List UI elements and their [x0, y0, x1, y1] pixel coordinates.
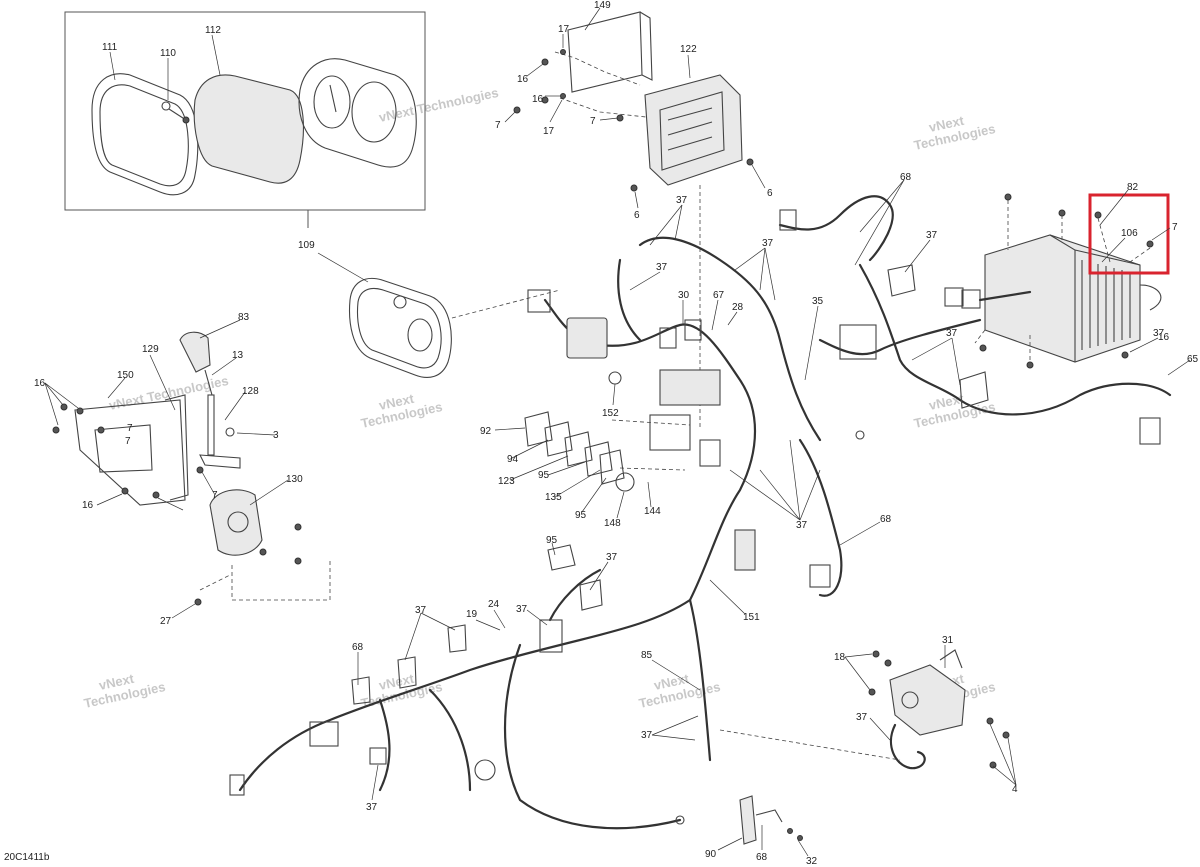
- watermark: vNext: [928, 113, 966, 135]
- callout-144: 144: [644, 506, 661, 517]
- watermark: vNext: [378, 671, 416, 693]
- callout-35: 35: [812, 296, 824, 307]
- cluster-assembly-109: [349, 277, 561, 378]
- callout-7: 7: [212, 490, 218, 501]
- callout-67: 67: [713, 290, 725, 301]
- callout-112: 112: [205, 25, 221, 36]
- callout-16: 16: [82, 500, 94, 511]
- document-code: 20C1411b: [4, 852, 50, 863]
- callout-149: 149: [594, 0, 611, 11]
- callout-31: 31: [942, 635, 954, 646]
- cluster-lens: [193, 74, 304, 184]
- watermarks: vNext Technologies vNext Technologies vN…: [83, 85, 997, 711]
- callout-135: 135: [545, 492, 562, 503]
- leader-lines: [44, 7, 1191, 857]
- callout-68: 68: [880, 514, 892, 525]
- callout-111: 111: [102, 42, 118, 53]
- callout-130: 130: [286, 474, 303, 485]
- callout-27: 27: [160, 616, 172, 627]
- callout-90: 90: [705, 849, 717, 860]
- callout-37: 37: [762, 238, 774, 249]
- callout-37: 37: [796, 520, 808, 531]
- callout-37: 37: [926, 230, 938, 241]
- callout-24: 24: [488, 599, 500, 610]
- callout-82: 82: [1127, 182, 1139, 193]
- callout-92: 92: [480, 426, 492, 437]
- callout-129: 129: [142, 344, 159, 355]
- callout-3: 3: [273, 430, 279, 441]
- callout-16: 16: [1158, 332, 1170, 343]
- callout-30: 30: [678, 290, 690, 301]
- callout-68: 68: [900, 172, 912, 183]
- callout-85: 85: [641, 650, 653, 661]
- callout-32: 32: [806, 856, 818, 867]
- callout-18: 18: [834, 652, 846, 663]
- callout-68: 68: [756, 852, 768, 863]
- callout-150: 150: [117, 370, 134, 381]
- callout-122: 122: [680, 44, 697, 55]
- callout-7: 7: [125, 436, 131, 447]
- main-wiring-harness: [229, 195, 1172, 830]
- callout-151: 151: [743, 612, 760, 623]
- callout-28: 28: [732, 302, 744, 313]
- callout-37: 37: [656, 262, 668, 273]
- callout-37: 37: [676, 195, 688, 206]
- cluster-detail-box: [64, 11, 426, 228]
- callout-13: 13: [232, 350, 244, 361]
- watermark: vNext: [378, 391, 416, 413]
- callout-110: 110: [160, 48, 176, 59]
- callout-37: 37: [366, 802, 378, 813]
- callout-94: 94: [507, 454, 519, 465]
- callout-37: 37: [516, 604, 528, 615]
- callout-17: 17: [543, 126, 555, 137]
- callout-37: 37: [946, 328, 958, 339]
- callout-19: 19: [466, 609, 478, 620]
- callout-37: 37: [1153, 328, 1165, 339]
- screw-110: [161, 101, 190, 124]
- callout-37: 37: [856, 712, 868, 723]
- callout-95: 95: [546, 535, 558, 546]
- callout-4: 4: [1012, 784, 1018, 795]
- cluster-body: [298, 58, 417, 168]
- callout-123: 123: [498, 476, 515, 487]
- motor-31: [719, 649, 1010, 770]
- callout-37: 37: [606, 552, 618, 563]
- callout-95: 95: [575, 510, 587, 521]
- callout-16: 16: [34, 378, 46, 389]
- watermark: vNext: [98, 671, 136, 693]
- converter-unit: [944, 193, 1162, 369]
- shifter-assembly: [52, 331, 331, 606]
- callout-labels: 149 17 16 16 7 17 122 7 6 6 111 110 112 …: [34, 0, 1199, 867]
- callout-37: 37: [641, 730, 653, 741]
- module-bracket-149: [513, 11, 656, 119]
- callout-68: 68: [352, 642, 364, 653]
- watermark: vNext: [653, 671, 691, 693]
- highlight-box: [1088, 193, 1170, 275]
- callout-17: 17: [558, 24, 570, 35]
- callout-148: 148: [604, 518, 621, 529]
- callout-7: 7: [590, 116, 596, 127]
- callout-7: 7: [127, 423, 133, 434]
- cluster-bezel: [91, 73, 199, 196]
- callout-83: 83: [238, 312, 250, 323]
- callout-152: 152: [602, 408, 619, 419]
- callout-37: 37: [415, 605, 427, 616]
- callout-106: 106: [1121, 228, 1138, 239]
- callout-95: 95: [538, 470, 550, 481]
- callout-7: 7: [495, 120, 501, 131]
- sensor-90: [739, 795, 803, 845]
- callout-16: 16: [532, 94, 544, 105]
- ecm-module-122: [616, 74, 754, 430]
- callout-109: 109: [298, 240, 315, 251]
- callout-16: 16: [517, 74, 529, 85]
- callout-128: 128: [242, 386, 259, 397]
- callout-6: 6: [767, 188, 773, 199]
- callout-65: 65: [1187, 354, 1199, 365]
- callout-7: 7: [1172, 222, 1178, 233]
- callout-6: 6: [634, 210, 640, 221]
